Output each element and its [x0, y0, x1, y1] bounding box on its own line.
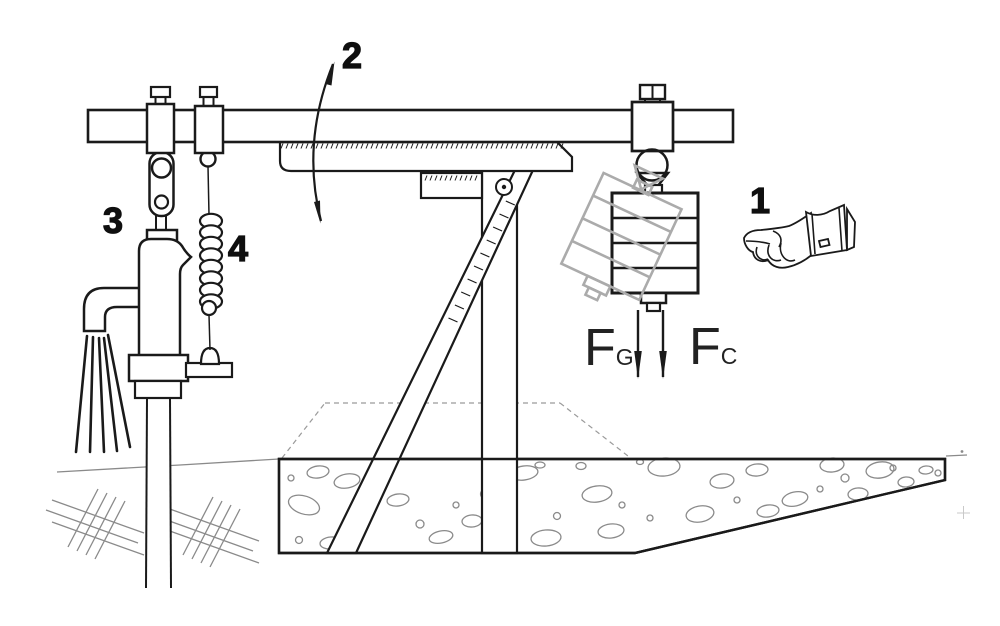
hand-pump	[82, 150, 234, 400]
weight-stack	[610, 148, 700, 313]
beam-clamp-right	[630, 83, 675, 153]
concrete-aggregate	[287, 457, 942, 550]
pointing-hand-illustration	[743, 203, 856, 269]
force-arrows	[634, 310, 667, 379]
force-label-fg: FG	[584, 322, 634, 374]
weight-ghost-swing	[559, 163, 684, 302]
soil-hatch-right-icon	[160, 496, 260, 568]
label-rotation: 2	[341, 35, 363, 76]
sleeve	[846, 205, 856, 252]
pivot-link	[148, 150, 175, 218]
force-subscript: G	[615, 344, 634, 370]
label-spring: 4	[227, 228, 249, 269]
well-pipe	[145, 397, 172, 589]
force-symbol: F	[584, 319, 616, 377]
pump-spout	[82, 286, 144, 333]
stand-head	[278, 140, 574, 200]
brace-hatch-ticks	[448, 200, 516, 323]
label-weight: 1	[749, 180, 771, 221]
label-pump: 3	[102, 200, 124, 241]
foundation-hidden-edge	[281, 402, 629, 459]
force-symbol: F	[689, 318, 721, 376]
force-label-fc: FC	[689, 321, 737, 373]
ground-line	[56, 450, 970, 519]
cuff-button	[817, 237, 831, 249]
water-spray	[74, 333, 132, 454]
beam-clamp-left	[145, 85, 176, 155]
spring-anchor-eye	[199, 346, 221, 366]
plate-serration	[424, 175, 478, 181]
soil-hatch-left-icon	[45, 488, 145, 560]
beam-clamp-middle	[193, 85, 225, 155]
pump-base	[133, 379, 183, 400]
beam-serration	[280, 143, 564, 149]
rotation-arrow	[312, 61, 335, 224]
pump-body	[137, 237, 193, 358]
weight-bolt	[639, 291, 668, 305]
force-subscript: C	[720, 343, 738, 369]
foundation-outline	[277, 457, 947, 555]
coil-spring	[198, 150, 224, 351]
pump-collar	[127, 353, 190, 383]
cuff	[804, 203, 848, 258]
